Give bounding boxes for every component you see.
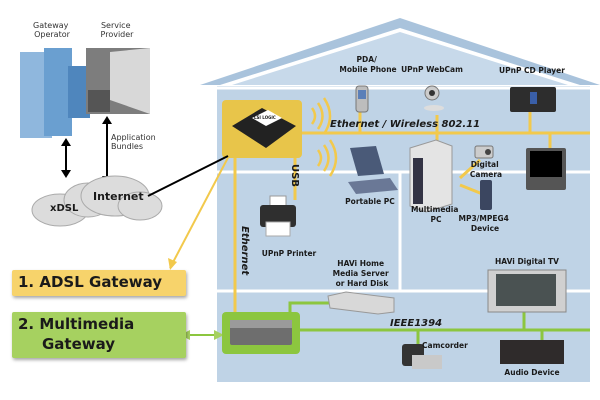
svg-text:LSI LOGIC: LSI LOGIC bbox=[254, 115, 276, 120]
xdsl-label: xDSL bbox=[50, 203, 79, 214]
internet-label: Internet bbox=[93, 190, 144, 203]
media-server-icon bbox=[327, 291, 395, 315]
adsl-pointer-arrowhead bbox=[168, 258, 177, 270]
application-bundles-label: Application Bundles bbox=[111, 133, 158, 151]
ieee1394-label: IEEE1394 bbox=[390, 318, 442, 329]
printer-icon bbox=[260, 195, 296, 237]
havi-tv-label: HAVi Digital TV bbox=[495, 257, 559, 266]
multimedia-pc-tower-icon bbox=[409, 139, 453, 213]
house-roof-inner bbox=[232, 32, 568, 85]
camcorder-label: Camcorder bbox=[422, 341, 468, 350]
internet-cloud-icon bbox=[31, 175, 163, 227]
ethernet-wireless-label: Ethernet / Wireless 802.11 bbox=[330, 119, 480, 130]
usb-label: USB bbox=[289, 164, 300, 187]
multimedia-gateway-label-line2: Gateway bbox=[42, 335, 116, 353]
crt-tv-icon bbox=[526, 148, 566, 190]
digital-camera-icon bbox=[474, 145, 494, 159]
multimedia-gateway-box: 2. Multimedia Gateway bbox=[12, 312, 186, 358]
havi-tv-icon bbox=[487, 269, 567, 313]
multimedia-pc-label: Multimedia PC bbox=[411, 205, 461, 224]
multimedia-arrow-right bbox=[214, 330, 224, 340]
mp3-device-label: MP3/MPEG4 Device bbox=[458, 214, 511, 233]
adsl-gateway-label: 1. ADSL Gateway bbox=[18, 273, 163, 291]
laptop-icon bbox=[348, 146, 398, 194]
webcam-label: UPnP WebCam bbox=[401, 65, 463, 74]
portable-pc-label: Portable PC bbox=[345, 197, 395, 206]
gateway-operator-building-icon bbox=[20, 48, 90, 138]
adsl-pointer-arrow bbox=[169, 149, 233, 269]
adsl-gateway-box: 1. ADSL Gateway bbox=[12, 270, 186, 296]
house-roof bbox=[200, 18, 600, 85]
service-provider-datacenter-icon bbox=[86, 48, 150, 114]
internet-link-line bbox=[147, 155, 229, 197]
multimedia-gateway-label-line1: 2. Multimedia bbox=[18, 315, 135, 333]
mp3-device-icon bbox=[480, 180, 492, 210]
service-provider-label: Service Provider bbox=[101, 21, 135, 39]
pda-label: PDA/ Mobile Phone bbox=[339, 55, 396, 74]
printer-label: UPnP Printer bbox=[262, 249, 317, 258]
camcorder-icon bbox=[402, 344, 442, 369]
gateway-operator-label: Gateway Operator bbox=[33, 21, 71, 39]
digital-camera-label: Digital Camera bbox=[470, 160, 502, 179]
webcam-icon bbox=[424, 85, 444, 111]
audio-device-icon bbox=[500, 340, 564, 364]
wireless-waves-icon bbox=[310, 97, 338, 177]
ethernet-vertical-label: Ethernet bbox=[239, 226, 250, 276]
cd-player-label: UPnP CD Player bbox=[499, 66, 565, 75]
media-server-label: HAVi Home Media Server or Hard Disk bbox=[333, 259, 392, 288]
audio-device-label: Audio Device bbox=[504, 368, 559, 377]
